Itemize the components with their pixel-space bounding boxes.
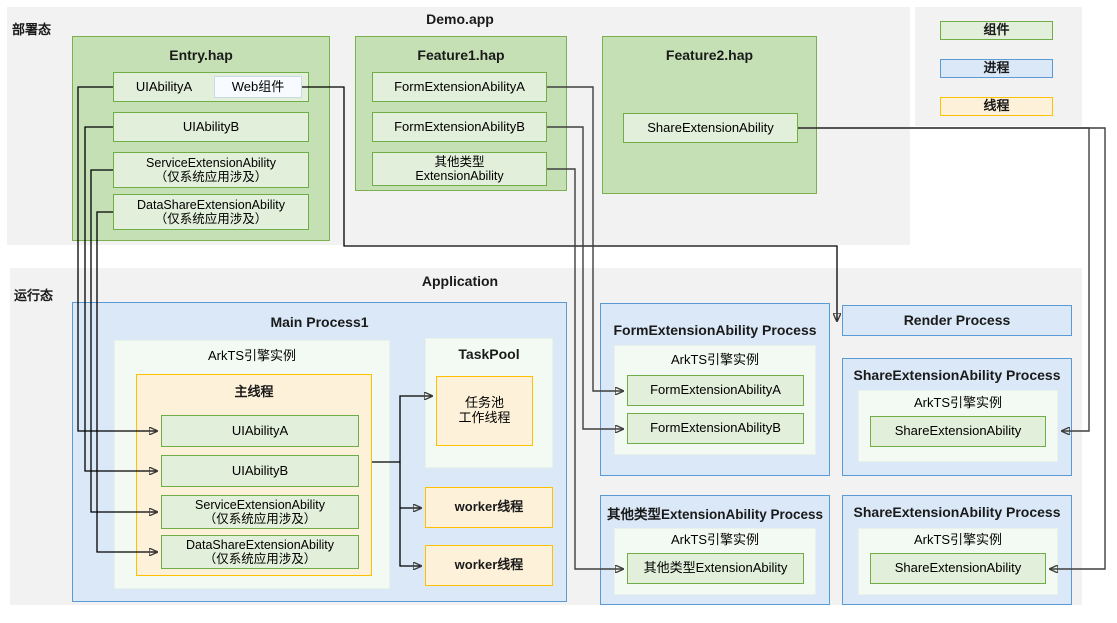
hap-feature2-title: Feature2.hap [665, 46, 754, 63]
share-extension-ark-engine-title-1: ArkTS引擎实例 [913, 394, 1003, 410]
taskpool-worker-thread: 任务池 工作线程 [436, 376, 533, 446]
main-process-title: Main Process1 [270, 313, 369, 330]
runtime-uiabilityb: UIAbilityB [161, 455, 359, 487]
form-extension-ark-engine-title: ArkTS引擎实例 [670, 351, 760, 367]
share-extension-process-title-2: ShareExtensionAbility Process [853, 503, 1061, 520]
runtime-shareextensionability-1: ShareExtensionAbility [870, 416, 1046, 447]
render-process-box: Render Process [842, 305, 1072, 336]
demo-app-title: Demo.app [426, 10, 494, 27]
line-1: 任务池 [464, 395, 504, 411]
hap-feature1-title: Feature1.hap [417, 46, 505, 63]
feature2-shareextensionability: ShareExtensionAbility [623, 113, 798, 143]
entry-uiabilityb: UIAbilityB [113, 112, 309, 142]
feature1-other-extensionability-label: 其他类型 ExtensionAbility [372, 152, 547, 186]
line-1: ServiceExtensionAbility [146, 155, 276, 170]
runtime-shareextensionability-2: ShareExtensionAbility [870, 553, 1046, 584]
entry-web-component: Web组件 [214, 76, 302, 98]
runtime-formextensionabilitya: FormExtensionAbilityA [627, 375, 804, 406]
line-1: DataShareExtensionAbility [137, 197, 285, 212]
runtime-uiabilitya: UIAbilityA [161, 415, 359, 447]
runtime-formextensionabilityb: FormExtensionAbilityB [627, 413, 804, 444]
legend-item-component: 组件 [940, 21, 1053, 40]
share-extension-ark-engine-title-2: ArkTS引擎实例 [913, 531, 1003, 547]
line-2: （仅系统应用涉及） [154, 170, 268, 184]
main-process-ark-engine-title: ArkTS引擎实例 [207, 347, 297, 363]
legend-item-process: 进程 [940, 59, 1053, 78]
line-1: 其他类型 [434, 154, 485, 169]
other-extension-ark-engine-title: ArkTS引擎实例 [670, 531, 760, 547]
runtime-serviceextensionability [161, 495, 359, 529]
runtime-serviceextensionability-label: ServiceExtensionAbility （仅系统应用涉及） [161, 495, 359, 529]
other-extension-process-title: 其他类型ExtensionAbility Process [607, 507, 824, 522]
line-2: （仅系统应用涉及） [203, 512, 317, 526]
line-1: ServiceExtensionAbility [195, 497, 325, 512]
form-extension-process-title: FormExtensionAbility Process [613, 321, 817, 338]
deploy-zone-label: 部署态 [12, 22, 52, 37]
worker-thread-2: worker线程 [425, 545, 553, 586]
hap-entry-title: Entry.hap [169, 46, 233, 63]
worker-thread-1: worker线程 [425, 487, 553, 528]
feature1-formextensionabilitya: FormExtensionAbilityA [372, 72, 547, 102]
line-2: ExtensionAbility [415, 169, 504, 183]
entry-datashareextensionability-label: DataShareExtensionAbility （仅系统应用涉及） [113, 194, 309, 230]
line-2: （仅系统应用涉及） [203, 552, 317, 566]
legend-item-thread: 线程 [940, 97, 1053, 116]
main-thread-title: 主线程 [234, 383, 274, 399]
entry-serviceextensionability-label: ServiceExtensionAbility （仅系统应用涉及） [113, 152, 309, 188]
runtime-datashareextensionability [161, 535, 359, 569]
application-title: Application [421, 272, 499, 289]
taskpool-title: TaskPool [458, 345, 520, 362]
runtime-datashareextensionability-label: DataShareExtensionAbility （仅系统应用涉及） [161, 535, 359, 569]
line-2: （仅系统应用涉及） [154, 212, 268, 226]
runtime-zone-label: 运行态 [14, 288, 54, 303]
entry-uiabilitya-label: UIAbilityA [135, 78, 193, 94]
feature1-formextensionabilityb: FormExtensionAbilityB [372, 112, 547, 142]
line-2: 工作线程 [458, 410, 511, 425]
runtime-other-extensionability: 其他类型ExtensionAbility [627, 553, 804, 584]
share-extension-process-title-1: ShareExtensionAbility Process [853, 366, 1061, 383]
line-1: DataShareExtensionAbility [186, 537, 334, 552]
